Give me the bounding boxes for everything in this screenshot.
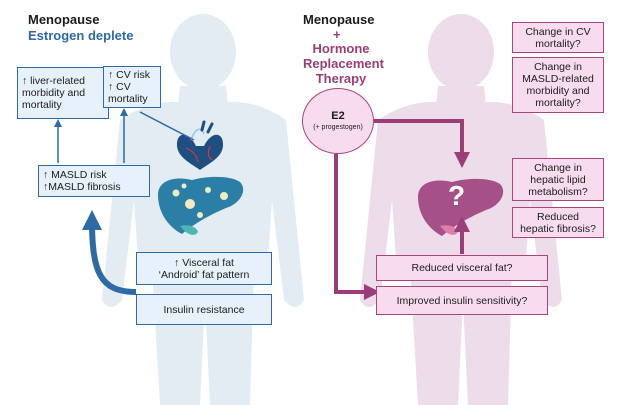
masld-mortality-box: Change in MASLD-related morbidity and mo… xyxy=(512,57,604,113)
visceral-fat-question-box: Reduced visceral fat? xyxy=(376,255,548,281)
insulin-sensitivity-box: Improved insulin sensitivity? xyxy=(376,286,548,315)
plus-sign: + xyxy=(333,27,341,42)
cv-risk-box: ↑ CV risk ↑ CV mortality xyxy=(103,66,161,108)
e2-circle: E2 (+ progestogen) xyxy=(302,88,374,154)
right-arrows xyxy=(334,119,470,300)
right-panel-title: Menopause xyxy=(303,12,375,27)
insulin-resistance-box: Insulin resistance xyxy=(136,294,272,325)
left-panel-subtitle: Estrogen deplete xyxy=(28,28,134,43)
liver-icon xyxy=(158,176,244,235)
question-mark: ? xyxy=(448,180,466,211)
masld-box: ↑ MASLD risk ↑MASLD fibrosis xyxy=(38,165,150,197)
left-arrows xyxy=(54,108,195,295)
fibrosis-box: Reduced hepatic fibrosis? xyxy=(512,207,604,238)
visceral-fat-box: ↑ Visceral fat ‘Android’ fat pattern xyxy=(136,252,272,285)
liver-question-icon xyxy=(418,178,504,236)
cv-mortality-box: Change in CV mortality? xyxy=(512,22,604,53)
liver-mortality-box: ↑ liver-related morbidity and mortality xyxy=(17,67,109,119)
heart-icon xyxy=(176,120,224,170)
lipid-metabolism-box: Change in hepatic lipid metabolism? xyxy=(512,158,604,201)
right-panel-subtitle: Hormone Replacement Therapy xyxy=(303,41,384,86)
left-panel-title: Menopause xyxy=(28,12,100,27)
